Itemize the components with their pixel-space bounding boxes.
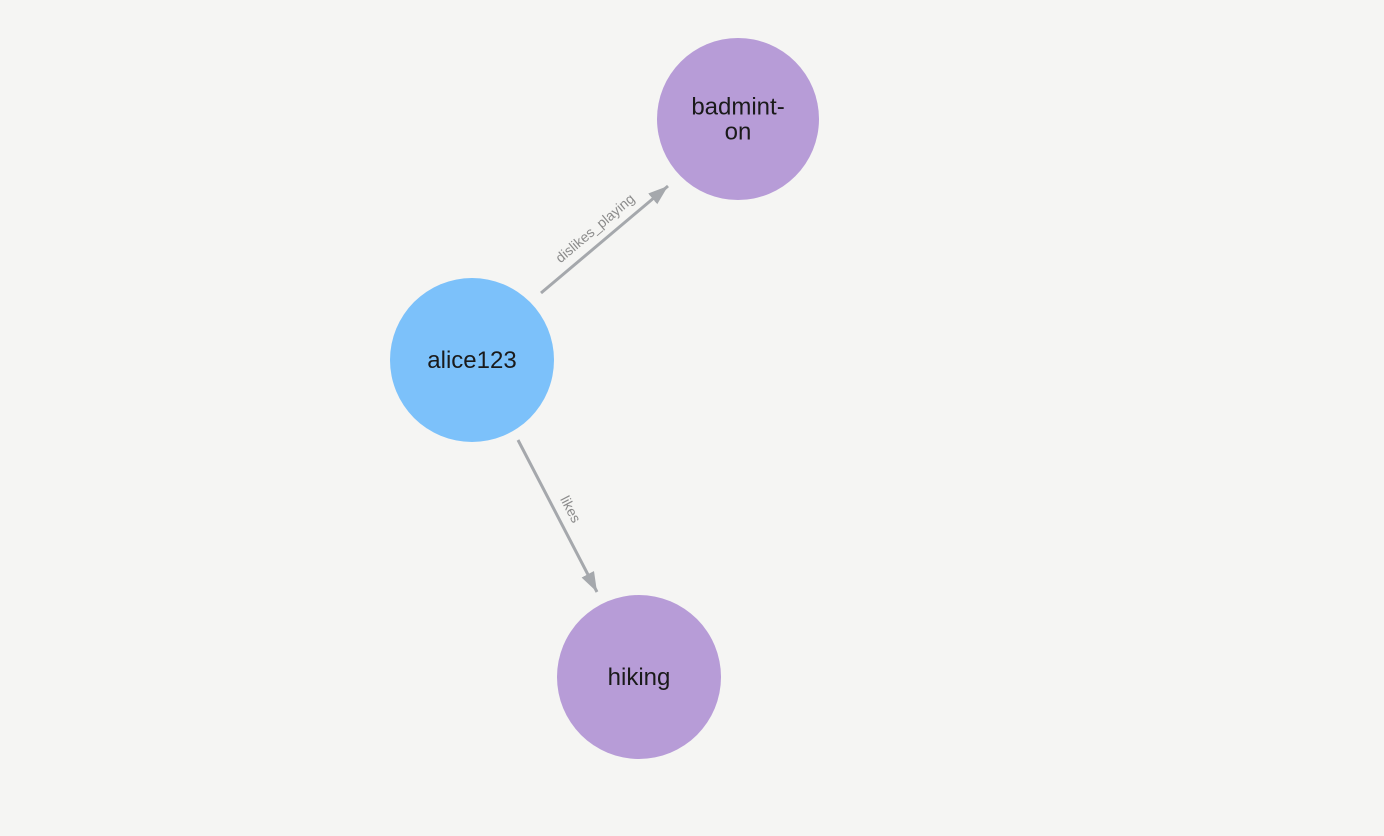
edge-line-dislikes_playing[interactable] [540, 184, 669, 295]
graph-node-alice123[interactable]: alice123 [390, 278, 554, 442]
edge-label-dislikes_playing: dislikes_playing [552, 190, 637, 265]
edge-line-likes[interactable] [516, 439, 599, 593]
graph-node-badminton[interactable]: badmint-on [657, 38, 819, 200]
node-circle-alice123[interactable] [390, 278, 554, 442]
graph-node-hiking[interactable]: hiking [557, 595, 721, 759]
node-circle-badminton[interactable] [657, 38, 819, 200]
graph-edge-likes[interactable]: likes [516, 439, 599, 593]
node-circle-hiking[interactable] [557, 595, 721, 759]
graph-edge-dislikes_playing[interactable]: dislikes_playing [540, 184, 669, 295]
